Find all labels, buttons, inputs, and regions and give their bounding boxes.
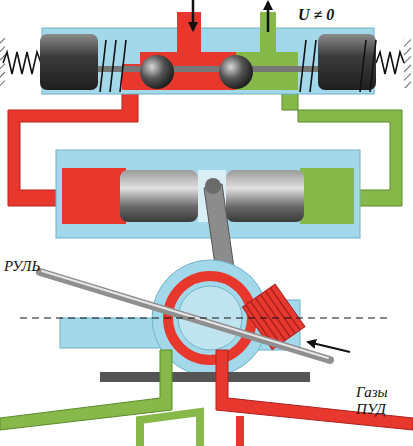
piston bbox=[120, 170, 198, 222]
rudder bbox=[40, 272, 330, 360]
part-label: РУЛЬ bbox=[4, 258, 40, 275]
wall-hatch bbox=[0, 38, 5, 88]
spring bbox=[3, 52, 41, 74]
rudder-highlight bbox=[42, 271, 328, 358]
valve-ball bbox=[140, 55, 174, 89]
axis-line bbox=[20, 317, 390, 318]
part-label: Газы ПУД bbox=[356, 384, 400, 419]
piston bbox=[226, 170, 304, 222]
spring bbox=[376, 52, 404, 74]
gas-channel bbox=[236, 416, 244, 446]
valve-ball bbox=[219, 55, 253, 89]
solenoid-coil bbox=[300, 40, 376, 92]
flow-arrow bbox=[267, 2, 270, 32]
solenoid-core bbox=[318, 34, 376, 90]
drain-channel bbox=[140, 412, 200, 446]
flow-arrow bbox=[192, 0, 195, 30]
base-plate bbox=[100, 372, 310, 382]
pressure-chamber bbox=[62, 168, 126, 224]
part-label: U ≠ 0 bbox=[298, 6, 334, 24]
pressure-inlet bbox=[177, 12, 201, 56]
solenoid-core bbox=[40, 34, 98, 90]
drain-chamber bbox=[300, 168, 354, 224]
gas-channel bbox=[216, 350, 413, 430]
solenoid-coil bbox=[100, 40, 126, 92]
pivot bbox=[205, 178, 221, 194]
gas-arrow bbox=[308, 342, 350, 352]
wall-hatch bbox=[404, 38, 411, 88]
valve-rod bbox=[96, 66, 318, 72]
